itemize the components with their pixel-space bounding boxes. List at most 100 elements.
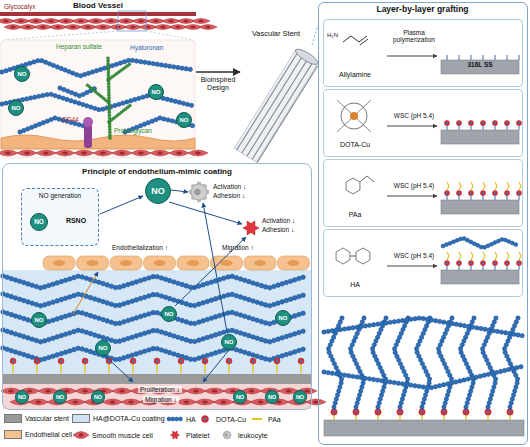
bead <box>108 97 111 100</box>
bead <box>242 296 247 301</box>
bead <box>172 352 177 357</box>
bead <box>242 278 247 283</box>
bead <box>409 317 413 321</box>
bead <box>441 383 445 387</box>
bead <box>113 285 118 290</box>
bead <box>117 102 121 106</box>
cell-nucleus <box>3 20 8 23</box>
bead <box>180 336 185 341</box>
smooth-muscle-cell <box>121 399 141 405</box>
bead <box>217 349 222 354</box>
bead <box>101 281 106 286</box>
node-text: NO <box>151 186 165 196</box>
bead <box>392 320 396 324</box>
node-text: NO <box>18 394 26 400</box>
bead <box>259 355 264 360</box>
copper-center <box>518 262 520 264</box>
copper-center <box>355 411 358 414</box>
bead <box>297 348 302 353</box>
bead <box>117 357 122 362</box>
annotation-label: Adhesion ↓ <box>213 192 245 199</box>
bead <box>384 321 388 325</box>
node-text: Plasma polymerization <box>384 29 444 44</box>
bead <box>489 393 493 397</box>
bead <box>73 100 77 104</box>
legend-symbol <box>248 414 266 424</box>
bead <box>122 302 127 307</box>
bead <box>125 100 129 104</box>
double-bond <box>360 39 368 45</box>
bead <box>447 389 451 393</box>
bead <box>167 278 172 283</box>
bead <box>126 282 131 287</box>
bead <box>234 311 239 316</box>
bead <box>57 95 61 99</box>
copper-center <box>506 262 508 264</box>
bead <box>450 316 454 320</box>
node-text: 316L SS <box>441 61 519 68</box>
bead <box>22 280 27 285</box>
bead <box>139 59 143 63</box>
bead <box>335 393 339 397</box>
node-text: NO <box>18 71 27 78</box>
paa-linker <box>495 182 497 190</box>
bead <box>34 302 39 307</box>
bead <box>469 389 473 393</box>
allylamine-molecule <box>343 36 367 42</box>
cell-nucleus <box>221 401 227 404</box>
bead <box>117 321 122 326</box>
legend-item: PAa <box>248 414 281 424</box>
bead <box>134 316 139 321</box>
bead <box>107 68 110 71</box>
bead <box>384 316 388 320</box>
bead <box>230 310 235 315</box>
paa-linker <box>519 252 521 260</box>
bead <box>442 320 446 324</box>
bead <box>134 280 139 285</box>
bead <box>49 92 53 96</box>
copper-center <box>494 262 496 264</box>
bead <box>379 393 383 397</box>
bead <box>205 335 210 340</box>
cell-nucleus <box>10 26 15 29</box>
bead <box>213 333 218 338</box>
bead <box>59 279 64 284</box>
copper-center <box>228 360 230 362</box>
bead <box>184 356 189 361</box>
no-molecule: NO <box>221 334 237 350</box>
legend-symbol <box>166 414 184 424</box>
bead <box>105 319 110 324</box>
bead <box>388 380 392 384</box>
bead <box>109 284 114 289</box>
bead <box>351 374 355 378</box>
bead <box>205 281 210 286</box>
bead <box>167 350 172 355</box>
bead <box>28 61 32 65</box>
bead <box>76 292 81 297</box>
bead <box>92 297 97 302</box>
bead <box>503 368 507 372</box>
stent-drawing <box>234 47 320 163</box>
bead <box>399 401 403 405</box>
annotation-label: Activation ↓ <box>262 217 295 224</box>
dota-cu-symbol <box>456 260 461 265</box>
dota-cu-symbol <box>456 120 461 125</box>
dota-arm <box>337 100 371 132</box>
dota-cu-symbol <box>353 409 359 415</box>
bead <box>122 338 127 343</box>
bead <box>371 377 375 381</box>
bead <box>117 339 122 344</box>
endothelial-membrane <box>1 135 195 149</box>
bead <box>22 352 27 357</box>
node-text: NO <box>12 105 21 112</box>
cell-nucleus <box>108 20 113 23</box>
legend-swatch <box>4 414 22 423</box>
bead <box>163 331 168 336</box>
bead <box>251 299 256 304</box>
bead <box>404 382 408 386</box>
bead <box>155 346 160 351</box>
bead <box>118 61 122 65</box>
bead <box>108 105 111 108</box>
bead <box>169 98 173 102</box>
paa-linker <box>447 252 449 260</box>
